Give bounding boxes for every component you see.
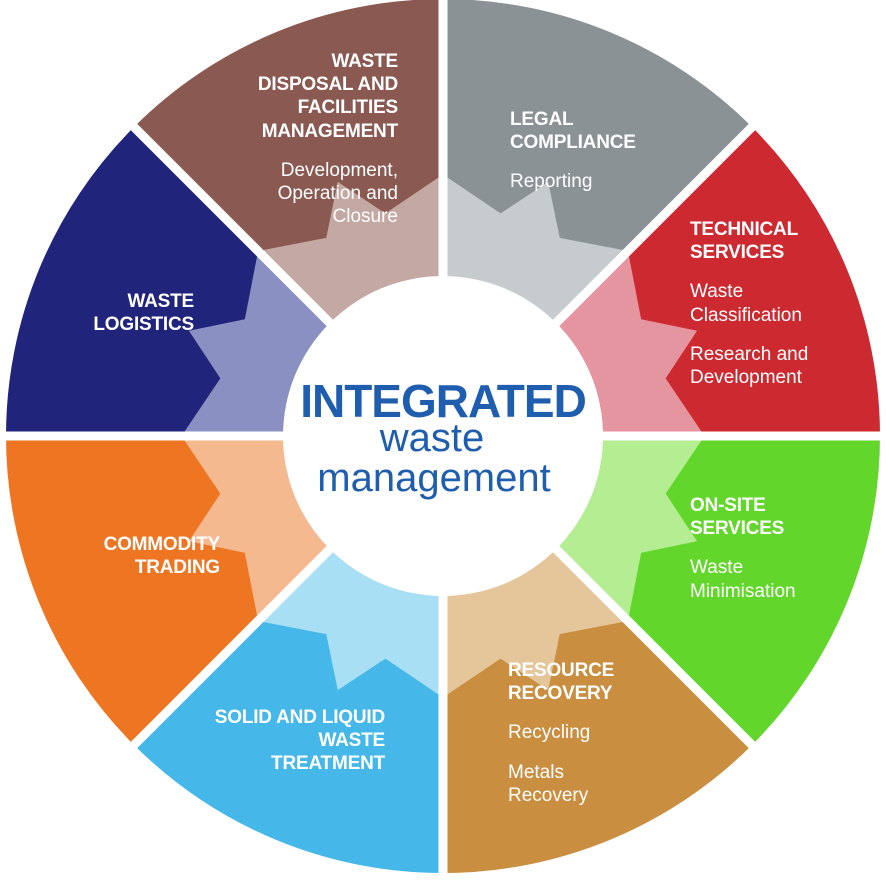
segment-inner-legal-compliance [444,176,626,322]
segment-item-line: Minimisation [690,580,796,602]
segment-title-line: COMMODITY [103,534,221,555]
segment-item-line: Development, [280,159,398,181]
segment-inner-waste-disposal [260,176,442,322]
segment-title-line: WASTE [127,291,194,312]
segment-title-line: DISPOSAL AND [257,74,398,96]
segment-title-line: TECHNICAL [690,219,798,240]
segment-title-line: WASTE [318,730,385,752]
segment-item-line: Classification [690,304,802,326]
segment-title-line: TRADING [134,557,220,579]
segment-item-line: Research and [690,343,809,365]
spacer [508,705,688,721]
center-title-management: management [317,456,551,500]
segment-title-line: FACILITIES [297,97,399,119]
segment-divider [127,120,337,330]
spacer [690,327,850,343]
segment-item-line: Recycling [508,722,591,744]
segment-title-line: COMPLIANCE [510,132,636,154]
segment-item-line: Metals [508,761,564,783]
spacer [510,154,710,170]
segment-title-line: SOLID AND LIQUID [214,707,385,728]
segment-title-line: RESOURCE [508,660,615,681]
spacer [228,143,398,159]
segment-item-line: Operation and [277,182,398,204]
segment-inner-waste-logistics [183,253,329,435]
segment-title-line: MANAGEMENT [261,120,398,142]
segment-inner-solid-liquid-treatment [260,550,442,696]
segment-divider [549,120,759,330]
segment-title-line: SERVICES [690,518,785,540]
segment-title-line: ON-SITE [690,495,766,516]
center-title-integrated: INTEGRATED [300,375,587,427]
segment-item-line: Development [690,366,802,388]
segment-title-line: WASTE [331,51,398,72]
spacer [508,745,688,761]
segment-title-line: LEGAL [510,109,574,130]
segment-divider [127,542,337,752]
segment-title-line: SERVICES [690,242,785,264]
segment-divider [549,542,759,752]
segment-title-line: RECOVERY [508,683,613,705]
segment-item-line: Closure [332,206,398,228]
segment-inner-commodity-trading [183,437,329,619]
spacer [690,540,850,556]
segment-item-line: Waste [690,281,744,303]
center-title-waste: waste [379,416,485,460]
segment-item-line: Reporting [510,171,593,193]
segment-title-line: TREATMENT [271,753,385,775]
center-hub [283,276,603,596]
segment-item-line: Recovery [508,784,589,806]
segment-inner-on-site-services [557,437,703,619]
spacer [690,264,850,280]
segment-inner-technical-services [557,253,703,435]
segment-title-line: LOGISTICS [93,314,194,336]
segment-item-line: Waste [690,557,744,579]
segment-inner-resource-recovery [444,550,626,696]
